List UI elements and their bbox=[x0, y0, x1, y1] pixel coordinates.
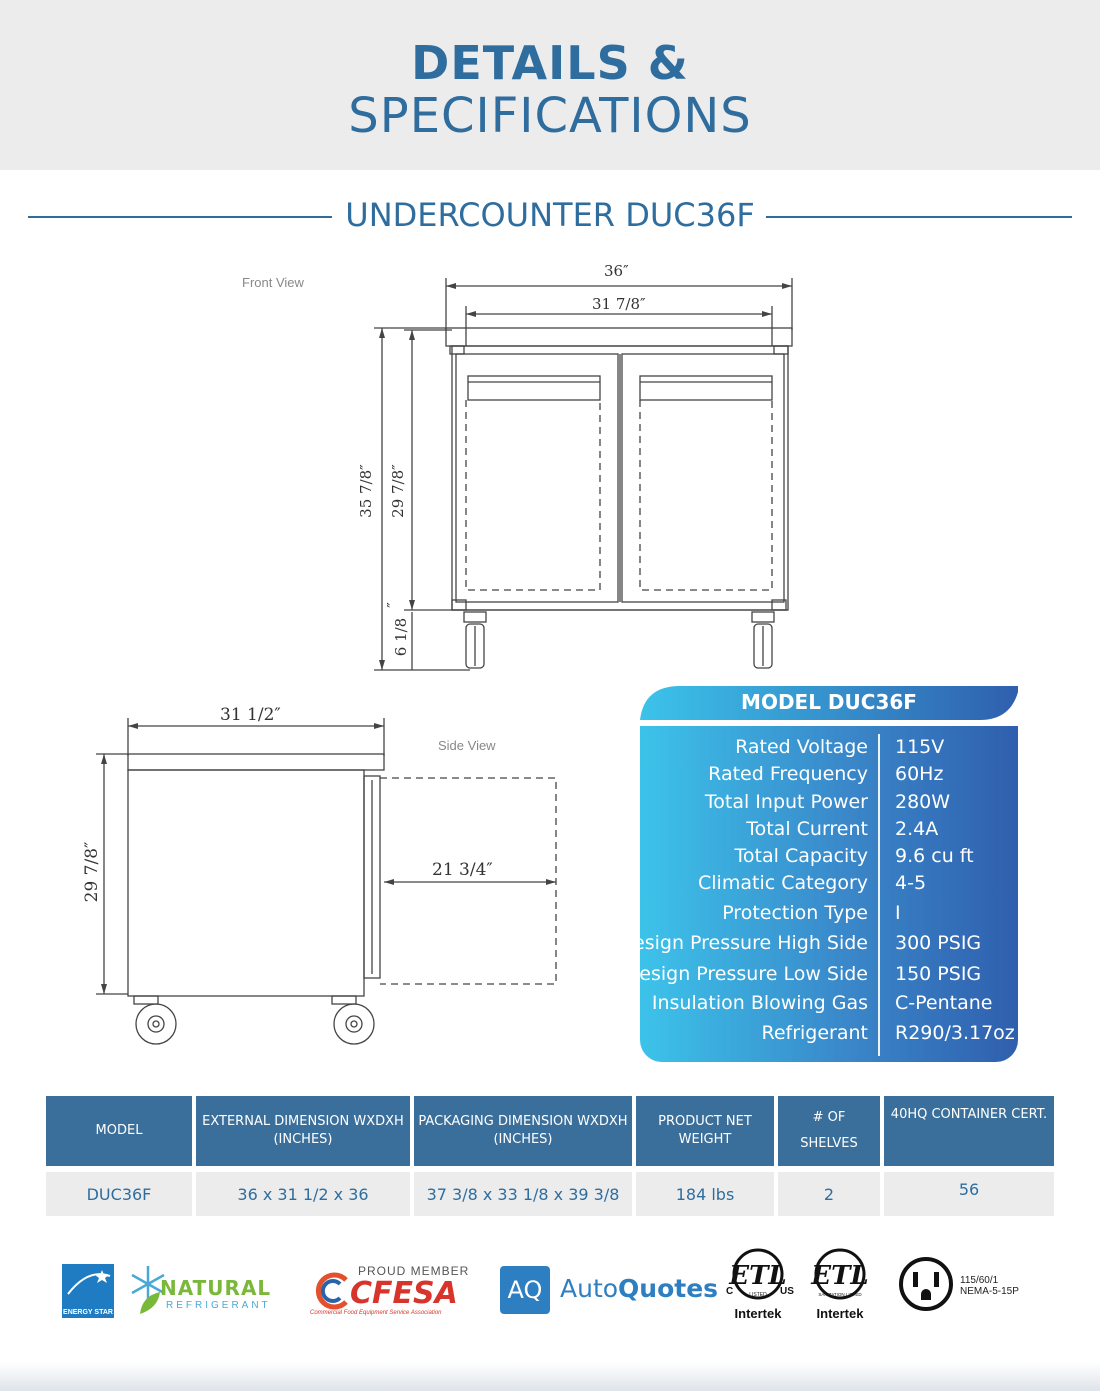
dim-height-body: 29 7/8″ bbox=[389, 464, 407, 518]
natural-word: NATURAL bbox=[160, 1276, 272, 1300]
energy-star-icon bbox=[67, 1270, 111, 1295]
spec-row: Design Pressure High Side 300 PSIG bbox=[618, 932, 1018, 960]
spec-card-body bbox=[640, 726, 1018, 1062]
spec-value: R290/3.17oz bbox=[895, 1022, 1015, 1044]
spec-label: Total Input Power bbox=[704, 791, 868, 813]
table-cell-weight: 184 lbs bbox=[636, 1172, 774, 1216]
spec-value: 2.4A bbox=[895, 818, 939, 840]
spec-value: 9.6 cu ft bbox=[895, 845, 974, 867]
spec-label: Rated Voltage bbox=[735, 736, 868, 758]
spec-row: Total Current 2.4A bbox=[640, 818, 1018, 846]
etl-intertek-text: Intertek bbox=[734, 1306, 782, 1321]
etl-sanitation-icon: ETL SANITATION LISTED bbox=[810, 1248, 869, 1300]
natural-refrigerant-logo: NATURAL REFRIGERANT bbox=[126, 1262, 298, 1318]
spec-row: Insulation Blowing Gas C-Pentane bbox=[640, 992, 1018, 1020]
spec-card-header bbox=[640, 686, 1018, 720]
energy-star-text: ENERGY STAR bbox=[63, 1309, 113, 1316]
nema-plug-icon bbox=[898, 1256, 954, 1312]
spec-row: Refrigerant R290/3.17oz bbox=[640, 1022, 1018, 1050]
spec-label: Insulation Blowing Gas bbox=[651, 992, 868, 1014]
page-title-line1: DETAILS & bbox=[411, 36, 689, 90]
spec-row: Total Capacity 9.6 cu ft bbox=[640, 845, 1018, 873]
spec-row: Rated Frequency 60Hz bbox=[640, 763, 1018, 791]
spec-value: 4-5 bbox=[895, 872, 927, 894]
svg-text:US: US bbox=[780, 1286, 794, 1297]
table-cell-external-dim: 36 x 31 1/2 x 36 bbox=[196, 1172, 410, 1216]
table-header-cell: MODEL bbox=[46, 1096, 192, 1166]
spec-value: 115V bbox=[895, 736, 945, 758]
table-header-cell: EXTERNAL DIMENSION WXDXH(INCHES) bbox=[196, 1096, 410, 1166]
dim-caster-mark: ″ bbox=[383, 602, 402, 608]
svg-text:ETL: ETL bbox=[810, 1261, 868, 1291]
autoquotes-badge: AQ bbox=[500, 1266, 550, 1314]
table-cell-shelves: 2 bbox=[778, 1172, 880, 1216]
spec-row: Design Pressure Low Side 150 PSIG bbox=[625, 963, 1018, 991]
snowflake-leaf-icon bbox=[131, 1266, 165, 1314]
cfesa-proud-member: PROUD MEMBER bbox=[358, 1264, 470, 1278]
front-view-drawing bbox=[374, 278, 793, 671]
table-cell-packaging-dim: 37 3/8 x 33 1/8 x 39 3/8 bbox=[414, 1172, 632, 1216]
cfesa-wordmark: CFESA bbox=[350, 1276, 458, 1311]
svg-text:ETL: ETL bbox=[728, 1261, 786, 1291]
spec-row: Total Input Power 280W bbox=[640, 791, 1018, 819]
dim-depth: 31 1/2″ bbox=[220, 705, 281, 725]
spec-row: Rated Voltage 115V bbox=[640, 736, 1018, 764]
table-header-cell: 40HQ CONTAINER CERT. bbox=[884, 1096, 1054, 1166]
spec-value: 300 PSIG bbox=[895, 932, 982, 954]
energy-star-logo: ENERGY STAR bbox=[62, 1264, 114, 1318]
dim-door-swing: 21 3/4″ bbox=[432, 860, 493, 880]
etl-listed-logo: ETL C US LISTED Intertek bbox=[722, 1246, 794, 1324]
spec-label: Design Pressure Low Side bbox=[624, 963, 868, 985]
footer-band bbox=[0, 1362, 1100, 1391]
spec-value: 280W bbox=[895, 791, 951, 813]
dim-height-total: 35 7/8″ bbox=[357, 464, 375, 518]
spec-label: Climatic Category bbox=[698, 872, 868, 894]
autoquotes-wordmark: AutoQuotes bbox=[560, 1274, 719, 1303]
svg-text:C: C bbox=[726, 1286, 733, 1297]
subtitle-rule-right bbox=[766, 216, 1072, 218]
spec-label: Total Current bbox=[746, 818, 868, 840]
spec-label: Rated Frequency bbox=[708, 763, 868, 785]
spec-card-divider bbox=[878, 734, 880, 1056]
etl-sanitation-intertek-text: Intertek bbox=[816, 1306, 864, 1321]
svg-text:LISTED: LISTED bbox=[749, 1292, 767, 1298]
spec-row: Protection Type I bbox=[640, 902, 1018, 930]
dim-caster-height: 6 1/8 bbox=[392, 617, 410, 657]
dim-width-total: 36″ bbox=[604, 262, 629, 280]
model-subtitle: UNDERCOUNTER DUC36F bbox=[345, 196, 755, 234]
header-band bbox=[0, 0, 1100, 170]
spec-label: Design Pressure High Side bbox=[618, 932, 868, 954]
cfesa-tagline: Commercial Food Equipment Service Associ… bbox=[310, 1310, 442, 1316]
page-title-line2: SPECIFICATIONS bbox=[348, 88, 752, 144]
spec-label: Protection Type bbox=[722, 902, 868, 924]
etl-sanitation-logo: ETL SANITATION LISTED Intertek bbox=[804, 1246, 876, 1324]
dim-side-height: 29 7/8″ bbox=[82, 841, 102, 903]
refrigerant-word: REFRIGERANT bbox=[166, 1300, 271, 1311]
cfesa-swirl-icon bbox=[315, 1272, 348, 1310]
spec-value: I bbox=[895, 902, 901, 924]
etl-listed-icon: ETL C US LISTED bbox=[726, 1248, 794, 1300]
spec-value: 150 PSIG bbox=[895, 963, 982, 985]
front-view-label: Front View bbox=[242, 275, 304, 290]
spec-label: Total Capacity bbox=[734, 845, 868, 867]
subtitle-rule-left bbox=[28, 216, 332, 218]
table-cell-container: 56 bbox=[884, 1172, 1054, 1216]
spec-label: Refrigerant bbox=[761, 1022, 868, 1044]
side-view-drawing bbox=[96, 718, 557, 1045]
table-cell-model: DUC36F bbox=[46, 1172, 192, 1216]
spec-value: 60Hz bbox=[895, 763, 944, 785]
svg-text:SANITATION LISTED: SANITATION LISTED bbox=[818, 1292, 862, 1297]
side-view-label: Side View bbox=[438, 738, 496, 753]
plug-spec-text: 115/60/1 NEMA-5-15P bbox=[960, 1275, 1019, 1297]
spec-card-title: MODEL DUC36F bbox=[741, 690, 917, 714]
table-header-cell: PACKAGING DIMENSION WXDXH(INCHES) bbox=[414, 1096, 632, 1166]
dim-width-inner: 31 7/8″ bbox=[592, 295, 646, 313]
spec-row: Climatic Category 4-5 bbox=[640, 872, 1018, 900]
spec-value: C-Pentane bbox=[895, 992, 993, 1014]
cfesa-logo: PROUD MEMBER CFESA Commercial Food Equip… bbox=[310, 1264, 488, 1320]
